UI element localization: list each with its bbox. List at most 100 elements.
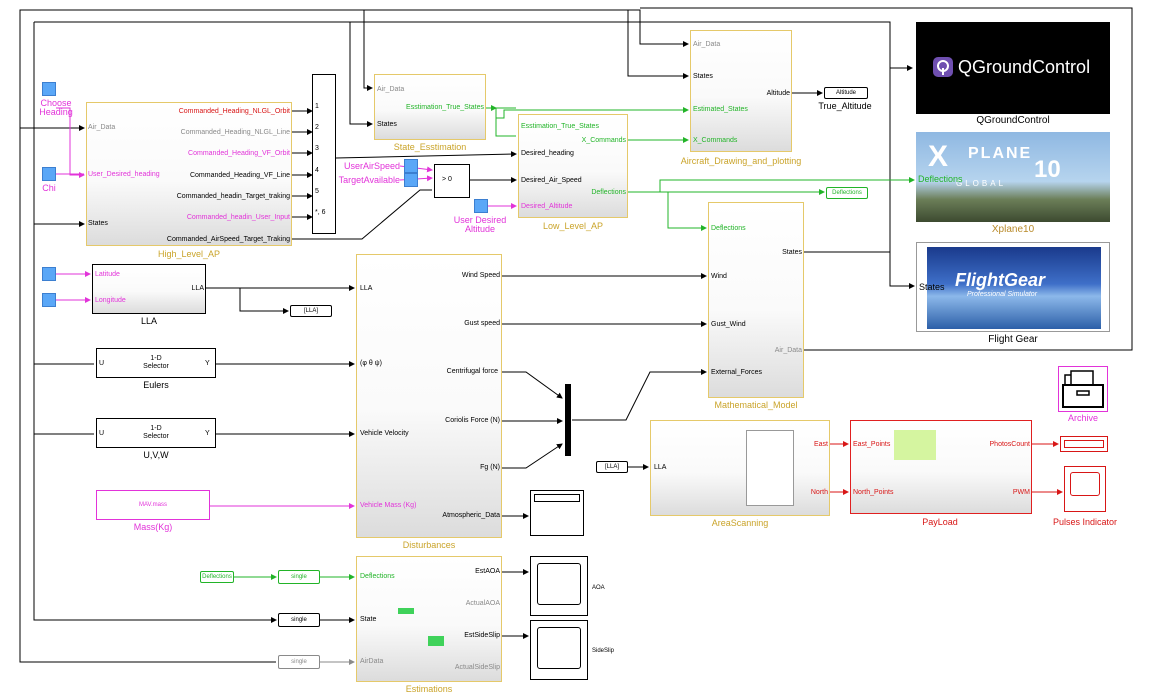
euler-selector[interactable]: [96, 348, 216, 378]
sideslip-label: SideSlip: [592, 648, 615, 654]
dist-out-gust: Gust speed: [464, 320, 500, 327]
aoa-scope[interactable]: [530, 556, 588, 616]
euler-sel-y: Y: [205, 360, 210, 367]
euler-sel-u: U: [99, 360, 105, 367]
latitude-inport[interactable]: [42, 267, 56, 281]
hl-out-1: Commanded_Heading_NLGL_Orbit: [178, 108, 290, 115]
ll-port-altitude: Desired_Altitude: [521, 203, 573, 210]
low-level-ap-block[interactable]: [518, 114, 628, 218]
est-port-air: AirData: [360, 658, 384, 665]
dist-out-wind: Wind Speed: [461, 272, 500, 279]
uvw-sel-line2: Selector: [143, 433, 169, 440]
hl-port-states: States: [88, 220, 108, 227]
ad-port-xcmd: X_Commands: [693, 137, 738, 144]
dist-port-vel: Vehicle Velocity: [360, 430, 409, 437]
euler-sel-line1: 1-D: [150, 355, 162, 362]
as-out-north: North: [810, 489, 828, 496]
mass-label: Mass(Kg): [133, 522, 173, 532]
mm-out-air: Air_Data: [774, 347, 802, 354]
sideslip-scope[interactable]: [530, 620, 588, 680]
disturbances-label: Disturbances: [402, 540, 456, 550]
lla-port-out: LLA: [191, 285, 204, 292]
switch-threshold: > 0: [442, 176, 452, 183]
xplane-logo-num: 10: [1034, 156, 1061, 183]
est-port-defl: Deflections: [360, 573, 395, 580]
payload-block[interactable]: [850, 420, 1032, 514]
archive-icon: [1062, 370, 1104, 408]
mm-port-wind: Wind: [711, 273, 727, 280]
math-model-block[interactable]: [708, 202, 804, 398]
lla-from[interactable]: [LLA]: [596, 461, 628, 473]
deflections-from[interactable]: Deflections: [200, 571, 234, 583]
flightgear-image: [927, 247, 1101, 329]
state-estimation-label: State_Esstimation: [393, 142, 467, 152]
hl-out-3: Commanded_Heading_VF_Orbit: [188, 150, 290, 157]
lla-port-lon: Longitude: [95, 297, 126, 304]
ll-port-heading: Desired_heading: [521, 150, 574, 157]
dist-out-atm: Atmospheric_Data: [442, 512, 500, 519]
altitude-goto[interactable]: Altitude: [824, 87, 868, 99]
qgc-logo-icon: [933, 57, 953, 77]
estimations-block[interactable]: [356, 556, 502, 682]
eulers-label: Eulers: [143, 380, 169, 390]
aircraft-drawing-label: Aircraft_Drawing_and_plotting: [680, 156, 802, 166]
hl-out-5: Commanded_headin_Target_traking: [176, 193, 290, 200]
longitude-inport[interactable]: [42, 293, 56, 307]
archive-label: Archive: [1067, 413, 1099, 423]
pl-port-north: North_Points: [853, 489, 894, 496]
xplane-block[interactable]: X PLANE 10 GLOBAL Deflections: [916, 132, 1110, 222]
payload-green-panel: [894, 430, 936, 460]
chi-inport[interactable]: [42, 167, 56, 181]
dist-port-euler: (φ θ ψ): [360, 360, 382, 367]
qgroundcontrol-block[interactable]: QGroundControl: [916, 22, 1110, 114]
high-level-ap-label: High_Level_AP: [157, 249, 221, 259]
deflections-goto[interactable]: Deflections: [826, 187, 868, 199]
flightgear-block[interactable]: FlightGear Professional Simulator States: [916, 242, 1110, 332]
state-estimation-block[interactable]: [374, 74, 486, 140]
choose-heading-inport[interactable]: [42, 82, 56, 96]
choose-heading-label: Choose Heading: [39, 98, 73, 117]
estimations-label: Estimations: [405, 684, 453, 694]
uvw-sel-line1: 1-D: [150, 425, 162, 432]
user-desired-altitude-label: User Desired Altitude: [453, 215, 507, 234]
mass-constant[interactable]: [96, 490, 210, 520]
airspeed-switch[interactable]: [434, 164, 470, 198]
xplane-logo-text: PLANE: [968, 145, 1033, 162]
user-desired-altitude-inport[interactable]: [474, 199, 488, 213]
single-converter-2[interactable]: single: [278, 613, 320, 627]
target-available-inport[interactable]: [404, 173, 418, 187]
archive-block[interactable]: [1058, 366, 1108, 412]
se-port-out: Esstimation_True_States: [406, 104, 484, 111]
dist-port-mass: Vehicle Mass (Kg): [360, 502, 417, 509]
qgc-logo-text: QGroundControl: [958, 57, 1091, 77]
fg-port-states: States: [919, 282, 945, 292]
atmospheric-display-screen: [534, 494, 580, 502]
se-port-air-data: Air_Data: [377, 86, 405, 93]
target-available-label: TargetAvailable: [338, 175, 400, 185]
lla-block[interactable]: [92, 264, 206, 314]
high-level-ap-block[interactable]: [86, 102, 292, 246]
dist-out-fg: Fg (N): [480, 464, 500, 471]
single-converter-3[interactable]: single: [278, 655, 320, 669]
area-scanning-label: AreaScanning: [711, 518, 769, 528]
se-port-states: States: [377, 121, 397, 128]
uvw-sel-u: U: [99, 430, 105, 437]
area-scanning-block[interactable]: [650, 420, 830, 516]
user-airspeed-label: UserAirSpeed: [343, 161, 400, 171]
est-green-2: [428, 636, 444, 646]
photos-count-screen: [1064, 440, 1104, 448]
multiport-case-6: *, 6: [315, 209, 326, 216]
aircraft-drawing-block[interactable]: [690, 30, 792, 152]
multiport-switch[interactable]: [312, 74, 336, 234]
euler-sel-line2: Selector: [143, 363, 169, 370]
uvw-selector[interactable]: [96, 418, 216, 448]
user-airspeed-inport[interactable]: [404, 159, 418, 173]
force-bus-creator[interactable]: [565, 384, 571, 456]
est-port-state: State: [360, 616, 377, 623]
lla-goto[interactable]: [LLA]: [290, 305, 332, 317]
uvw-label: U,V,W: [143, 450, 169, 460]
est-green-1: [398, 608, 414, 614]
disturbances-block[interactable]: [356, 254, 502, 538]
mm-out-states: States: [782, 249, 802, 256]
single-converter-1[interactable]: single: [278, 570, 320, 584]
